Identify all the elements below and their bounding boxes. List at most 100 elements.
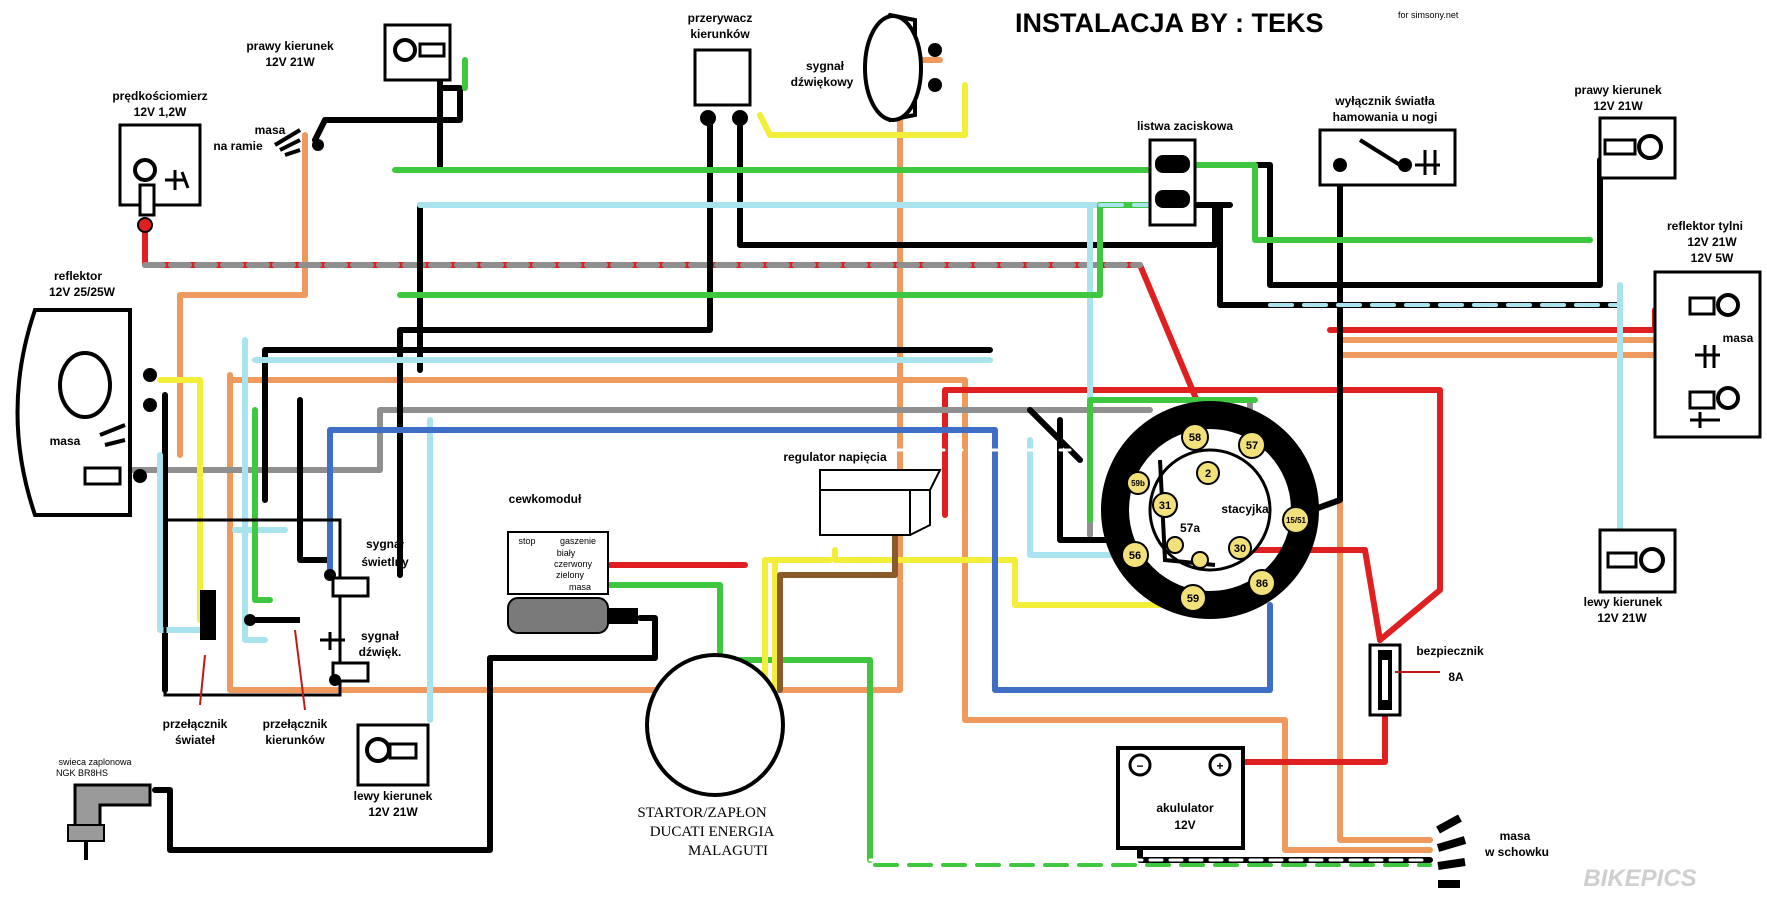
light-switch-line2: świateł [175,733,216,747]
rear-light-name: reflektor tylni [1667,219,1743,233]
pin-dot-icon [1166,536,1184,554]
left-turn-front-name: lewy kierunek [354,789,433,803]
diagram-title: INSTALACJA BY : TEKS [1015,8,1324,38]
box-ground-line1: masa [1500,829,1531,843]
bulb-icon [1637,134,1663,160]
light-signal-button-icon [331,576,370,598]
ground-icon [273,128,302,157]
light-signal-line1: sygnał [366,537,405,551]
right-turn-rear-rating: 12V 21W [1593,99,1643,113]
brake-switch-line1: wyłącznik światła [1334,94,1435,108]
pin-57: 57 [1238,431,1266,459]
wire-black-3 [417,202,1163,373]
rear-light-rating2: 12V 5W [1691,251,1734,265]
coil-module-housing [507,531,609,595]
coil-wire-label: gaszenie [560,536,596,546]
wire-green-4 [1087,397,1258,523]
bulb-socket-icon [1606,551,1638,569]
connector-icon [732,110,748,126]
wire-red-fuse [1232,712,1388,765]
terminal-icon [1155,155,1190,173]
bulb-socket-icon [388,742,418,760]
fuse: bezpiecznik 8A [1368,643,1484,717]
ground-icon [1690,412,1720,428]
right-turn-front-name: prawy kierunek [246,39,334,53]
wire-orange-rear [227,377,1433,853]
svg-text:86: 86 [1256,578,1268,590]
box-ground-line2: w schowku [1484,845,1549,859]
pin-15-51: 15/51 [1282,506,1310,534]
svg-text:59: 59 [1187,593,1199,605]
bulb-icon [1639,547,1665,573]
pin-86: 86 [1248,569,1276,597]
pin-56: 56 [1121,541,1149,569]
bulb-socket-icon [418,42,446,58]
speedometer: prędkościomierz 12V 1,2W [112,89,208,233]
battery: − + akululator 12V [1116,746,1245,850]
stator-line1: STARTOR/ZAPŁON [637,805,766,821]
wire-tracer-white-ground [868,858,1432,872]
wire-black-15 [1027,407,1083,463]
wire-brown-1 [777,502,898,693]
coil-wire-label: zielony [556,570,585,580]
stator-line3: MALAGUTI [688,843,768,859]
switch-block-housing [163,518,342,697]
bulb-icon [133,158,157,182]
wire-lightblue-3 [242,337,268,643]
wire-black-13 [152,615,658,853]
connector-icon [143,368,157,382]
arrow-icon [199,654,206,706]
battery-minus: − [1136,759,1143,773]
right-turn-rear-name: prawy kierunek [1574,83,1662,97]
bulb-icon [393,38,417,62]
svg-text:31: 31 [1159,500,1171,512]
frame-ground: masa na ramie [213,123,324,157]
connector-icon [133,469,147,483]
wire-yellow-2 [757,82,968,138]
battery-minus-terminal-icon [1128,753,1152,777]
wire-lightblue-5 [1027,437,1133,558]
pin-59: 59 [1179,584,1207,612]
horn: sygnał dźwiękowy [791,12,942,123]
svg-text:56: 56 [1129,550,1141,562]
fuse-name: bezpiecznik [1416,644,1484,658]
bulb-socket-icon [1688,390,1716,410]
headlight-name: reflektor [54,269,102,283]
horn-button-icon [331,661,370,683]
bulb-icon [1716,386,1740,410]
right-turn-rear: prawy kierunek 12V 21W [1574,83,1677,180]
bulb-socket-icon [1688,296,1716,316]
coil-wire-label: czerwony [554,559,593,569]
connector-icon [329,674,341,686]
pin-31: 31 [1152,492,1178,518]
spark-plug-icon [67,824,105,842]
ignition-switch-name: stacyjka [1221,502,1269,516]
headlight-ground: masa [50,434,81,448]
connector-icon [928,43,942,57]
frame-ground-line1: masa [255,123,286,137]
speedometer-rating: 12V 1,2W [134,105,187,119]
wire-black-11 [297,397,333,563]
regulator-name: regulator napięcia [783,450,887,464]
flasher: przerywacz kierunków [688,11,752,126]
regulator-side [909,489,931,536]
left-turn-front: lewy kierunek 12V 21W [354,723,433,819]
connector-icon [143,398,157,412]
fuse-rating: 8A [1448,670,1464,684]
credit-text: for simsony.net [1398,10,1459,20]
frame-ground-line2: na ramie [213,139,263,153]
battery-plus-terminal-icon [1208,753,1232,777]
wire-yellow-4 [762,557,833,693]
svg-text:58: 58 [1189,432,1201,444]
wire-tracer-white-1 [608,448,1082,542]
bulb-icon [1716,293,1740,317]
wire-black-2 [312,85,463,143]
wire-green-2 [397,202,1163,298]
connector-icon [928,78,942,92]
ground-icon [1415,150,1440,175]
spark-plug-line2: NGK BR8HS [56,768,108,778]
ignition-coil-icon [507,597,609,634]
pin-dot-icon [1191,551,1209,569]
switch-contact-icon [1358,138,1402,167]
